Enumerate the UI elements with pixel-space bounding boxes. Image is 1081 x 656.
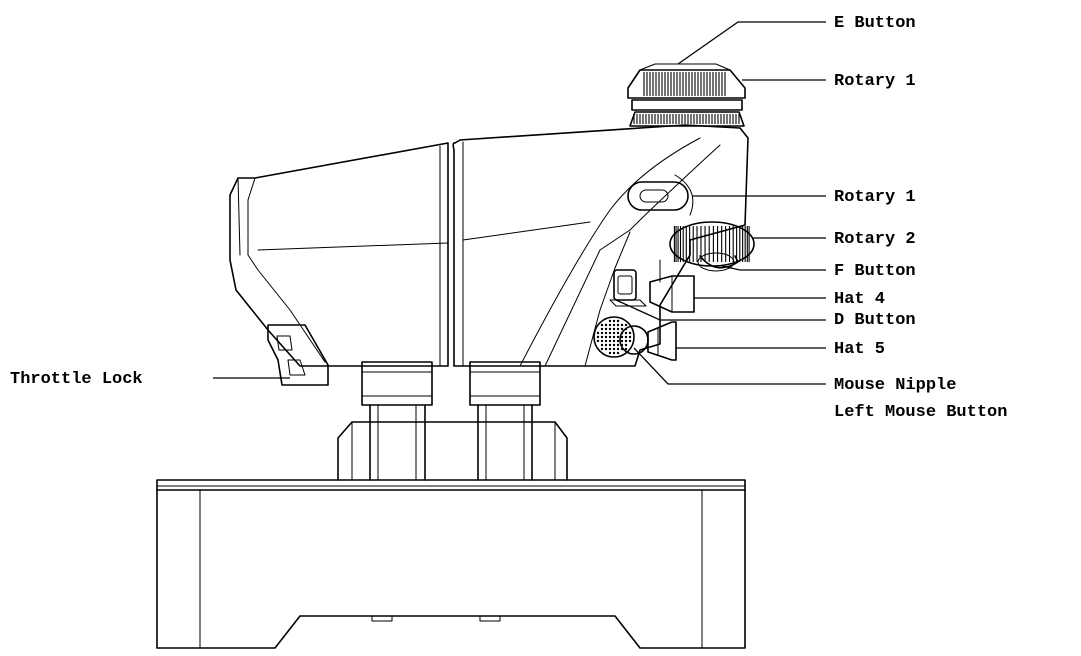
label-rotary-2: Rotary 2 [834,230,916,249]
label-rotary-1-mid: Rotary 1 [834,188,916,207]
callout-labels: E Button Rotary 1 Rotary 1 Rotary 2 F Bu… [10,14,1007,422]
label-hat-4: Hat 4 [834,290,885,309]
label-left-mouse-button: Left Mouse Button [834,403,1007,422]
e-button-knob [627,63,746,127]
label-d-button: D Button [834,311,916,330]
label-throttle-lock: Throttle Lock [10,370,143,389]
mouse-nipple [593,316,649,358]
label-mouse-nipple: Mouse Nipple [834,376,956,395]
label-f-button: F Button [834,262,916,281]
throttle-base [156,479,746,649]
label-rotary-1-top: Rotary 1 [834,72,916,91]
hat-4-switch [649,259,695,313]
label-e-button: E Button [834,14,916,33]
left-throttle-handle [229,142,449,386]
hat-5-switch [647,321,677,361]
rotary-2-knob [669,221,755,272]
leader-lines [213,21,826,385]
right-throttle-handle [452,124,749,367]
label-hat-5: Hat 5 [834,340,885,359]
support-posts [337,361,568,481]
d-button [609,269,647,307]
